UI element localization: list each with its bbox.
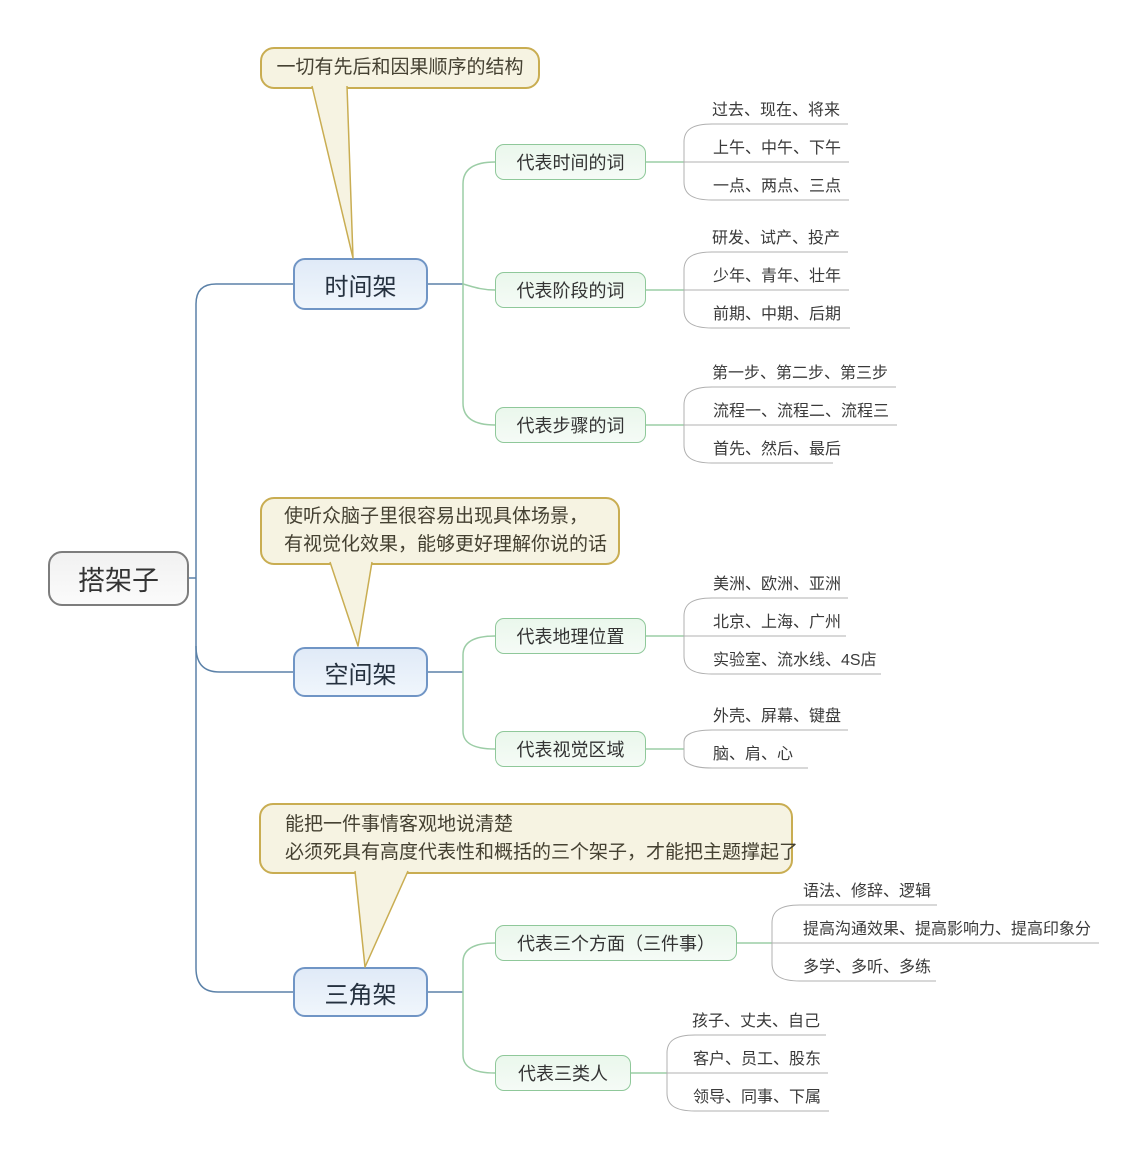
leaf-topic[interactable]: 客户、员工、股东	[693, 1051, 822, 1068]
child-node-time-words[interactable]: 代表时间的词	[495, 144, 646, 180]
branch-label: 三角架	[324, 981, 397, 1009]
leaf-topic[interactable]: 多学、多听、多练	[803, 959, 932, 976]
child-node-three-people[interactable]: 代表三类人	[495, 1055, 631, 1091]
leaf-topic[interactable]: 首先、然后、最后	[713, 441, 842, 458]
leaf-topic[interactable]: 北京、上海、广州	[713, 614, 842, 631]
note-line: 必须死具有高度代表性和概括的三个架子，才能把主题撑起了	[285, 841, 799, 863]
leaf-topic[interactable]: 语法、修辞、逻辑	[803, 883, 932, 900]
leaf-topic[interactable]: 领导、同事、下属	[693, 1089, 822, 1106]
leaf-topic[interactable]: 提高沟通效果、提高影响力、提高印象分	[803, 921, 1092, 938]
leaf-topic[interactable]: 少年、青年、壮年	[713, 268, 842, 285]
child-node-step-words[interactable]: 代表步骤的词	[495, 407, 646, 443]
leaf-topic[interactable]: 脑、肩、心	[713, 746, 794, 763]
note-callout-triangle[interactable]: 能把一件事情客观地说清楚 必须死具有高度代表性和概括的三个架子，才能把主题撑起了	[259, 803, 799, 874]
leaf-topic[interactable]: 第一步、第二步、第三步	[712, 365, 889, 382]
leaf-topic[interactable]: 研发、试产、投产	[712, 230, 841, 247]
child-node-visual-area[interactable]: 代表视觉区域	[495, 731, 646, 767]
leaf-topic[interactable]: 前期、中期、后期	[713, 306, 842, 323]
child-label: 代表步骤的词	[516, 416, 625, 436]
note-line: 一切有先后和因果顺序的结构	[276, 57, 524, 78]
branch-label: 时间架	[324, 273, 397, 301]
child-label: 代表地理位置	[516, 627, 625, 647]
leaf-topic[interactable]: 孩子、丈夫、自己	[692, 1013, 821, 1030]
branch-node-time[interactable]: 时间架	[293, 258, 428, 310]
leaf-topic[interactable]: 实验室、流水线、4S店	[713, 652, 877, 669]
leaf-topic[interactable]: 流程一、流程二、流程三	[713, 403, 890, 420]
note-line: 有视觉化效果，能够更好理解你说的话	[284, 534, 608, 555]
branch-node-space[interactable]: 空间架	[293, 647, 428, 697]
leaf-topic[interactable]: 过去、现在、将来	[712, 102, 841, 119]
child-label: 代表时间的词	[516, 153, 625, 173]
branch-label: 空间架	[324, 661, 397, 689]
child-label: 代表三个方面（三件事）	[517, 934, 715, 954]
note-callout-space[interactable]: 使听众脑子里很容易出现具体场景， 有视觉化效果，能够更好理解你说的话	[260, 497, 620, 565]
child-node-geo-position[interactable]: 代表地理位置	[495, 618, 646, 654]
leaf-topic[interactable]: 一点、两点、三点	[713, 178, 842, 195]
note-line: 使听众脑子里很容易出现具体场景，	[284, 506, 589, 527]
root-node[interactable]: 搭架子	[48, 551, 189, 606]
leaf-topic[interactable]: 美洲、欧洲、亚洲	[713, 576, 842, 593]
root-label: 搭架子	[78, 566, 159, 596]
leaf-topic[interactable]: 上午、中午、下午	[713, 140, 842, 157]
child-label: 代表视觉区域	[516, 740, 625, 760]
child-label: 代表阶段的词	[516, 281, 625, 301]
leaf-topic[interactable]: 外壳、屏幕、键盘	[713, 708, 842, 725]
note-callout-time[interactable]: 一切有先后和因果顺序的结构	[260, 47, 540, 89]
branch-node-triangle[interactable]: 三角架	[293, 967, 428, 1017]
child-node-stage-words[interactable]: 代表阶段的词	[495, 272, 646, 308]
child-node-three-aspects[interactable]: 代表三个方面（三件事）	[495, 925, 737, 961]
note-line: 能把一件事情客观地说清楚	[285, 813, 514, 835]
child-label: 代表三类人	[518, 1064, 608, 1084]
